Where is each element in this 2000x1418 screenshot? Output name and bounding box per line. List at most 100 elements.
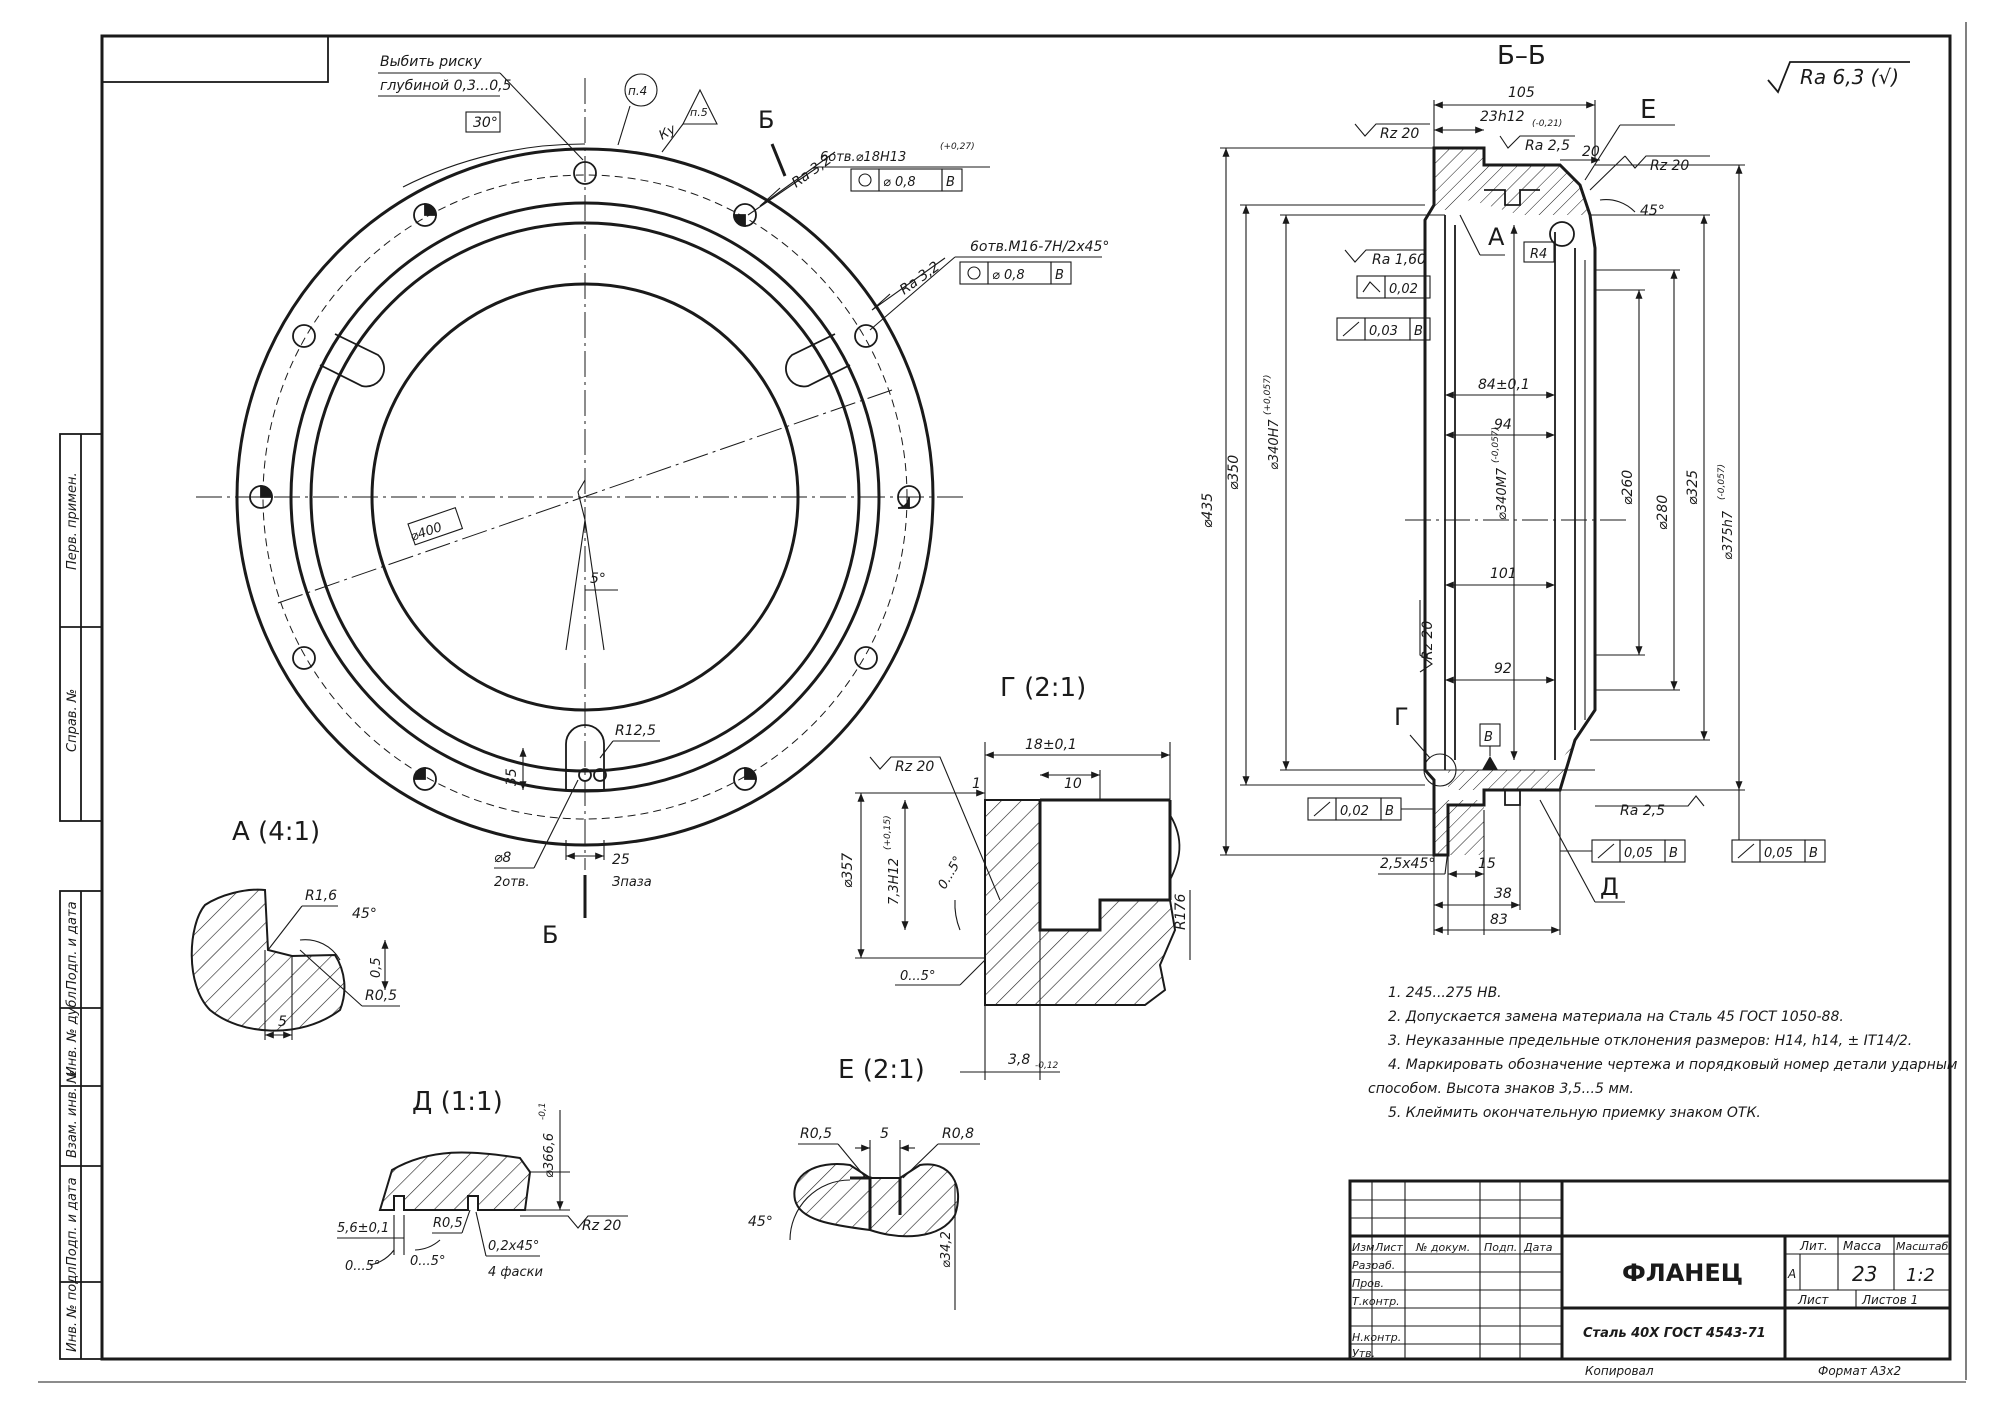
frame-002: 0,02: [1389, 282, 1418, 297]
dim-23h12-tol: (-0,21): [1532, 119, 1562, 129]
dia-340h7-tol: (+0,057): [1263, 375, 1273, 415]
tb-lit: Лит.: [1799, 1239, 1828, 1253]
dia-375h7-tol: (-0,057): [1717, 464, 1727, 500]
detail-d-angle-b: 0...5°: [410, 1254, 445, 1269]
tb-col-doc: № докум.: [1415, 1241, 1470, 1254]
tb-row-nkontr: Н.контр.: [1352, 1331, 1401, 1344]
detail-d-dia3666-tol: -0,1: [538, 1102, 548, 1120]
side-stamp-label: Инв. № дубл.: [65, 987, 80, 1076]
angle-5-label: 5°: [590, 571, 606, 587]
tb-row-razrab: Разраб.: [1352, 1259, 1395, 1272]
dia-260: ⌀260: [1620, 470, 1636, 505]
side-stamp-label: Подп. и дата: [65, 901, 80, 990]
detail-a-r05: R0,5: [365, 988, 397, 1004]
section-hatch: [1434, 148, 1590, 215]
tb-title: ФЛАНЕЦ: [1622, 1259, 1743, 1287]
detail-g-dim73h12: 7,3H12: [887, 858, 902, 905]
r4-label: R4: [1530, 247, 1547, 262]
frame-005b: 0,05: [1764, 846, 1793, 861]
tb-material: Сталь 40Х ГОСТ 4543-71: [1583, 1326, 1766, 1341]
holes-m16-label: 6отв.M16-7H/2x45°: [970, 239, 1109, 255]
tb-row-utv: Утв.: [1352, 1347, 1375, 1360]
section-letter: Б: [542, 921, 558, 949]
detail-g-rz20: Rz 20: [895, 759, 934, 775]
note-line: 4. Маркировать обозначение чертежа и пор…: [1388, 1057, 1958, 1073]
angle-45: 45°: [1640, 203, 1665, 219]
note-mark-line2: глубиной 0,3...0,5: [380, 78, 512, 94]
dim-35-label: 35: [504, 768, 520, 786]
letter-d: Д: [1600, 873, 1619, 901]
letter-e: Е: [1640, 95, 1656, 125]
front-view: Выбить риску глубиной 0,3...0,5 30° п.4 …: [196, 54, 1109, 949]
holes-18-label: 6отв.⌀18H13: [820, 150, 906, 165]
side-stamp: Перв. примен. Справ. № Подп. и дата Инв.…: [59, 433, 103, 1360]
detail-g-dim10: 10: [1064, 776, 1082, 792]
title-block: Изм Лист № докум. Подп. Дата Разраб. Про…: [1348, 1179, 1952, 1378]
tb-massa: Масса: [1843, 1239, 1881, 1253]
tb-col-podp: Подп.: [1484, 1241, 1517, 1254]
tb-massa-val: 23: [1852, 1262, 1877, 1286]
detail-a-angle45: 45°: [352, 906, 377, 922]
tb-col-izm: Изм: [1352, 1241, 1374, 1254]
note-line: 1. 245...275 HB.: [1388, 985, 1502, 1001]
holes-m16-frame-value: ⌀ 0,8: [992, 268, 1025, 283]
detail-d-title: Д (1:1): [412, 1087, 503, 1117]
dia-340m7-tol: (-0,057): [1491, 427, 1501, 463]
rz20-top: Rz 20: [1380, 126, 1419, 142]
detail-a-dim05: 0,5: [369, 957, 384, 978]
section-hatch: [1448, 740, 1575, 790]
technical-notes: 1. 245...275 HB. 2. Допускается замена м…: [1368, 985, 1958, 1121]
detail-g-dim18: 18±0,1: [1025, 737, 1077, 753]
detail-e-angle45: 45°: [748, 1214, 773, 1230]
slots: [319, 333, 851, 791]
detail-e-r05: R0,5: [800, 1126, 832, 1142]
dia-325: ⌀325: [1685, 470, 1701, 505]
dim-105: 105: [1508, 85, 1535, 101]
tb-masshtab-val: 1:2: [1906, 1265, 1935, 1286]
callout-holes-m16: 6отв.M16-7H/2x45° ⌀ 0,8 В: [869, 239, 1109, 331]
tb-row-tkontr: Т.контр.: [1352, 1295, 1400, 1308]
section-hatch: [1434, 800, 1484, 855]
holes-m16-frame-datum: В: [1055, 268, 1064, 283]
ra160-label: Ra 1,60: [1372, 252, 1426, 268]
frame-003-datum: В: [1414, 324, 1423, 339]
dia-350: ⌀350: [1226, 455, 1242, 490]
frame-003: 0,03: [1369, 324, 1398, 339]
bolt-holes: [249, 161, 921, 791]
dia-435: ⌀435: [1200, 493, 1216, 528]
note-p4: п.4: [628, 84, 647, 98]
dim-8-label: ⌀8: [494, 850, 511, 866]
tb-col-date: Дата: [1523, 1241, 1553, 1254]
frame-005a-datum: В: [1669, 846, 1678, 861]
side-stamp-label: Инв. № подл.: [65, 1262, 80, 1352]
dim-83: 83: [1490, 912, 1508, 928]
side-stamp-label: Подп. и дата: [65, 1177, 80, 1266]
frame-005b-datum: В: [1809, 846, 1818, 861]
tb-row-prov: Пров.: [1352, 1277, 1384, 1290]
dia-340h7: ⌀340H7: [1267, 419, 1282, 470]
note-mark-line1: Выбить риску: [380, 54, 482, 70]
detail-g-title: Г (2:1): [1000, 673, 1086, 703]
section-title: Б–Б: [1497, 41, 1546, 71]
detail-e: Е (2:1) 5 R0,5 R0,8 45° ⌀34,2: [748, 1055, 980, 1310]
detail-g-angle05: 0...5°: [935, 854, 966, 892]
dia-375h7: ⌀375h7: [1721, 510, 1736, 560]
side-stamp-label: Справ. №: [65, 689, 80, 752]
tb-masshtab: Масштаб: [1896, 1240, 1948, 1253]
detail-d-r05: R0,5: [433, 1216, 463, 1231]
ra25-bottom: Ra 2,5: [1620, 803, 1665, 819]
frame-002b-datum: В: [1385, 804, 1394, 819]
dim-15: 15: [1478, 856, 1496, 872]
detail-d-dim56: 5,6±0,1: [337, 1221, 389, 1236]
detail-g-dia357: ⌀357: [840, 853, 856, 888]
tb-format: Формат А3x2: [1818, 1364, 1901, 1378]
dim-23h12: 23h12: [1480, 109, 1525, 125]
detail-g-r176: R176: [1173, 893, 1189, 930]
note-ku: Ку: [657, 122, 679, 144]
detail-d-dia3666: ⌀366,6: [542, 1133, 557, 1178]
detail-e-title: Е (2:1): [838, 1055, 925, 1085]
tb-col-list: Лист: [1374, 1241, 1403, 1254]
frame-002b: 0,02: [1340, 804, 1369, 819]
zapaz-label: Зпаза: [612, 875, 652, 890]
dim-92: 92: [1494, 661, 1512, 677]
